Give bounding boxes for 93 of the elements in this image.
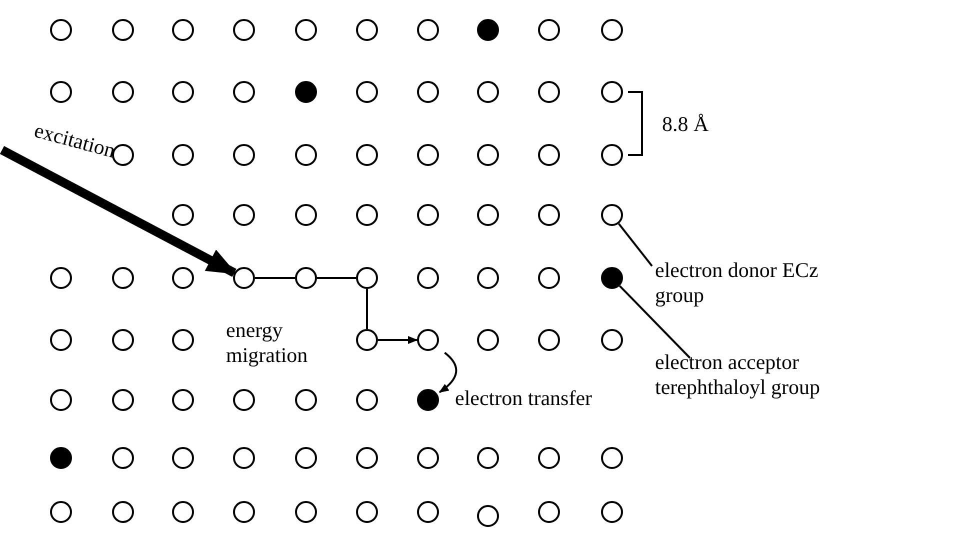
donor-site <box>538 19 560 41</box>
donor-site <box>172 81 194 103</box>
donor-site <box>417 447 439 469</box>
donor-site <box>538 267 560 289</box>
donor-site <box>356 144 378 166</box>
donor-site <box>112 144 134 166</box>
acceptor-site <box>50 447 72 469</box>
donor-site <box>417 204 439 226</box>
donor-site <box>172 267 194 289</box>
donor-site <box>172 389 194 411</box>
donor-site <box>112 267 134 289</box>
arrow <box>438 352 458 394</box>
edge-label: excitation <box>32 118 118 164</box>
donor-site <box>112 501 134 523</box>
donor-site <box>417 267 439 289</box>
donor-site <box>50 501 72 523</box>
donor-site <box>356 501 378 523</box>
donor-site <box>112 81 134 103</box>
donor-site <box>538 329 560 351</box>
acceptor-site <box>295 81 317 103</box>
donor-site <box>601 81 623 103</box>
donor-site <box>50 267 72 289</box>
donor-site <box>112 447 134 469</box>
donor-site <box>233 501 255 523</box>
acceptor-site <box>477 19 499 41</box>
donor-site <box>356 19 378 41</box>
donor-site <box>417 501 439 523</box>
donor-site <box>417 81 439 103</box>
donor-site <box>233 267 255 289</box>
donor-site <box>417 144 439 166</box>
donor-site <box>477 81 499 103</box>
donor-site <box>417 19 439 41</box>
donor-site <box>295 501 317 523</box>
donor-site <box>356 447 378 469</box>
donor-site <box>295 389 317 411</box>
donor-site <box>601 447 623 469</box>
donor-site <box>477 144 499 166</box>
donor-site <box>538 144 560 166</box>
donor-site <box>295 447 317 469</box>
donor-site <box>538 447 560 469</box>
edge-label: electron transfer <box>455 386 592 411</box>
donor-site <box>172 144 194 166</box>
donor-site <box>601 204 623 226</box>
leader-line <box>618 285 691 359</box>
donor-site <box>538 204 560 226</box>
donor-site <box>295 144 317 166</box>
donor-site <box>538 81 560 103</box>
donor-site <box>50 329 72 351</box>
donor-site <box>172 447 194 469</box>
donor-site <box>172 19 194 41</box>
donor-site <box>477 505 499 527</box>
donor-site <box>417 329 439 351</box>
donor-site <box>295 267 317 289</box>
acceptor-site <box>417 389 439 411</box>
donor-site <box>356 329 378 351</box>
donor-site <box>233 389 255 411</box>
donor-site <box>356 389 378 411</box>
donor-site <box>233 19 255 41</box>
donor-site <box>601 501 623 523</box>
donor-site <box>233 81 255 103</box>
donor-site <box>477 329 499 351</box>
callout-text: electron donor ECz group <box>655 258 825 308</box>
donor-site <box>172 501 194 523</box>
leader-line <box>618 223 653 267</box>
donor-site <box>356 267 378 289</box>
donor-site <box>601 144 623 166</box>
donor-site <box>112 329 134 351</box>
donor-site <box>172 329 194 351</box>
dimension-label: 8.8 Å <box>662 112 710 137</box>
donor-site <box>50 81 72 103</box>
donor-site <box>50 19 72 41</box>
acceptor-site <box>601 267 623 289</box>
donor-site <box>295 19 317 41</box>
donor-site <box>233 447 255 469</box>
arrow <box>378 336 418 344</box>
donor-site <box>112 19 134 41</box>
callout-text: electron acceptor terephthaloyl group <box>655 350 885 400</box>
donor-site <box>233 144 255 166</box>
donor-site <box>601 329 623 351</box>
donor-site <box>295 204 317 226</box>
donor-site <box>172 204 194 226</box>
donor-site <box>477 204 499 226</box>
donor-site <box>50 389 72 411</box>
donor-site <box>601 19 623 41</box>
donor-site <box>112 389 134 411</box>
donor-site <box>356 81 378 103</box>
annotation-text: energy migration <box>226 318 309 368</box>
arrow <box>0 146 237 277</box>
donor-site <box>477 267 499 289</box>
donor-site <box>356 204 378 226</box>
donor-site <box>477 447 499 469</box>
donor-site <box>538 501 560 523</box>
donor-site <box>233 204 255 226</box>
